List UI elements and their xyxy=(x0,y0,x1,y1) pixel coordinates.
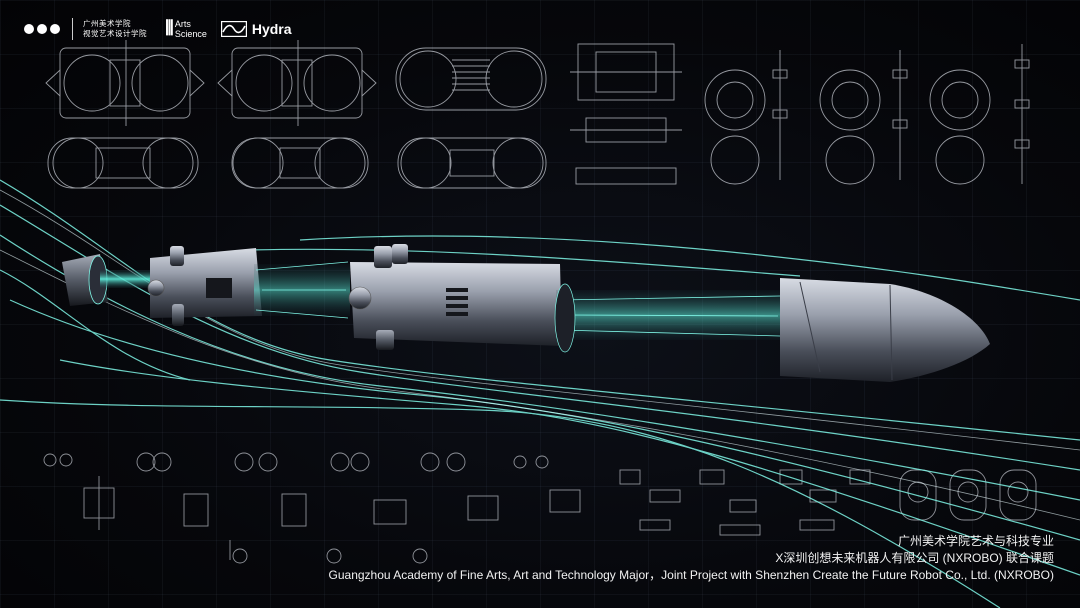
school-name-line1: 广州美术学院 xyxy=(83,19,131,28)
logo-dot xyxy=(37,24,47,34)
blueprint-drawings-bottom xyxy=(43,452,1037,564)
credits-line3: Guangzhou Academy of Fine Arts, Art and … xyxy=(328,568,1054,582)
school-name-line2: 视觉艺术设计学院 xyxy=(83,29,147,38)
hydra-wave-icon xyxy=(220,21,247,37)
hydra-title: Hydra xyxy=(251,21,292,37)
science-label: Science xyxy=(174,29,207,39)
credits-line1: 广州美术学院艺术与科技专业 xyxy=(897,534,1054,548)
blueprint-drawings-top xyxy=(45,40,1030,189)
hydra-robot xyxy=(62,244,990,382)
hydra-logo: Hydra xyxy=(220,21,292,37)
gafa-logo xyxy=(24,24,60,34)
vent-grille xyxy=(446,288,468,316)
header-logos: 广州美术学院 视觉艺术设计学院 ⦀ Arts Science Hydra xyxy=(24,14,292,44)
logo-separator xyxy=(72,18,73,40)
arts-label: Arts xyxy=(174,19,191,29)
project-credits: 广州美术学院艺术与科技专业 X深圳创想未来机器人有限公司 (NXROBO) 联合… xyxy=(329,533,1054,584)
arts-science-mark-icon: ⦀ xyxy=(165,18,174,40)
credits-line2: X深圳创想未来机器人有限公司 (NXROBO) 联合课题 xyxy=(775,551,1054,565)
logo-dot xyxy=(50,24,60,34)
logo-dot xyxy=(24,24,34,34)
arts-science-logo: ⦀ Arts Science xyxy=(165,19,207,39)
school-name: 广州美术学院 视觉艺术设计学院 xyxy=(83,19,147,39)
cyan-flow-lines xyxy=(0,179,1080,608)
